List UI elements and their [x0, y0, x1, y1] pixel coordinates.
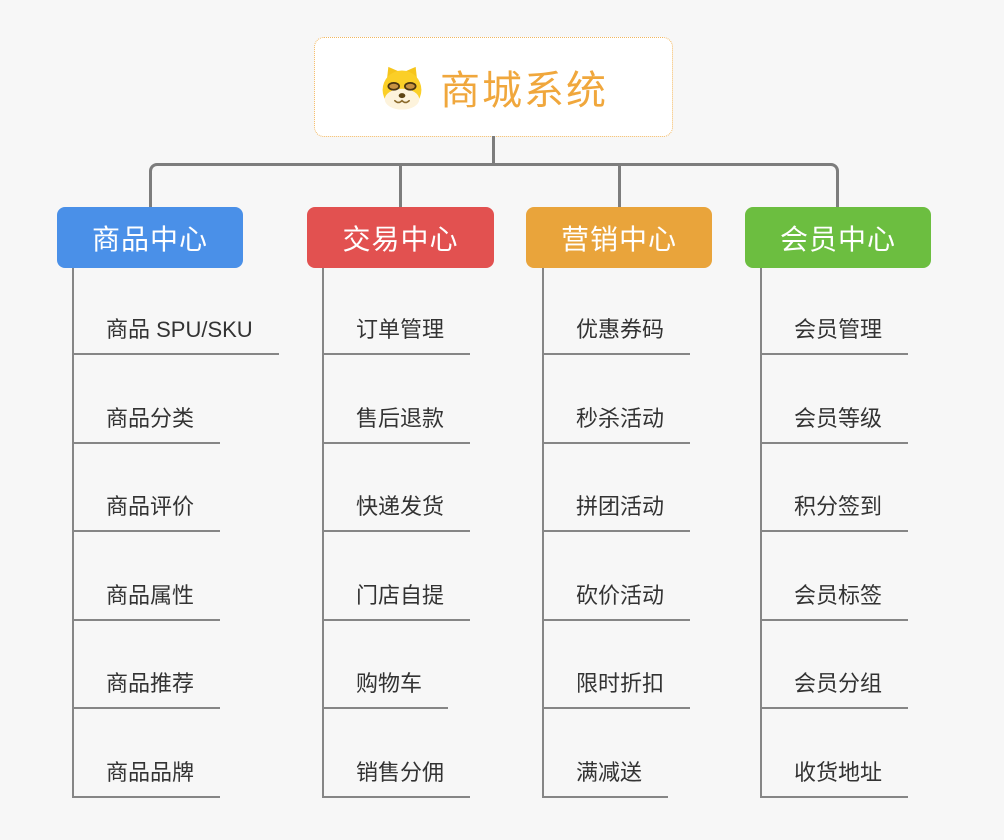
connector-root-stub	[492, 136, 495, 164]
leaf-node[interactable]: 优惠券码	[542, 312, 691, 355]
branch-label: 会员中心	[779, 223, 896, 255]
leaf-node[interactable]: 商品评价	[72, 489, 221, 533]
branch-label: 商品中心	[91, 223, 208, 255]
connector-drop-trade	[399, 163, 402, 208]
leaf-node[interactable]: 销售分佣	[322, 755, 471, 798]
leaf-node[interactable]: 会员分组	[760, 666, 909, 710]
leaf-node[interactable]: 商品推荐	[72, 666, 221, 710]
leaf-node[interactable]: 砍价活动	[542, 578, 691, 621]
leaf-node[interactable]: 收货地址	[760, 755, 909, 798]
connector-elbow-left	[149, 163, 495, 208]
leaf-node[interactable]: 商品分类	[72, 401, 221, 444]
leaf-node[interactable]: 商品品牌	[72, 755, 221, 798]
leaf-node[interactable]: 购物车	[322, 666, 449, 710]
connector-elbow-right	[495, 163, 839, 208]
leaf-node[interactable]: 订单管理	[322, 312, 471, 355]
branch-node-marketing-center[interactable]: 营销中心	[526, 207, 712, 268]
branch-node-product-center[interactable]: 商品中心	[57, 207, 243, 268]
branch-node-trade-center[interactable]: 交易中心	[307, 207, 494, 268]
root-title: 商城系统	[440, 69, 608, 113]
branch-node-member-center[interactable]: 会员中心	[745, 207, 931, 268]
branch-trunk-line	[760, 268, 762, 798]
leaf-node[interactable]: 拼团活动	[542, 489, 691, 533]
leaf-node[interactable]: 售后退款	[322, 401, 471, 444]
leaf-node[interactable]: 会员等级	[760, 401, 909, 444]
leaf-node[interactable]: 会员标签	[760, 578, 909, 621]
leaf-node[interactable]: 满减送	[542, 755, 669, 798]
branch-trunk-line	[542, 268, 544, 798]
leaf-node[interactable]: 限时折扣	[542, 666, 691, 710]
leaf-node[interactable]: 会员管理	[760, 312, 909, 355]
leaf-node[interactable]: 快递发货	[322, 489, 471, 533]
leaf-node[interactable]: 商品 SPU/SKU	[72, 312, 279, 355]
doge-icon	[382, 66, 422, 110]
branch-trunk-line	[72, 268, 74, 798]
leaf-node[interactable]: 门店自提	[322, 578, 471, 621]
leaf-node[interactable]: 秒杀活动	[542, 401, 691, 444]
branch-trunk-line	[322, 268, 324, 798]
branch-label: 交易中心	[342, 223, 459, 255]
connector-drop-marketing	[618, 163, 621, 208]
root-node-mall-system[interactable]: 商城系统	[314, 37, 673, 137]
branch-label: 营销中心	[560, 223, 677, 255]
leaf-node[interactable]: 积分签到	[760, 489, 909, 533]
leaf-node[interactable]: 商品属性	[72, 578, 221, 621]
